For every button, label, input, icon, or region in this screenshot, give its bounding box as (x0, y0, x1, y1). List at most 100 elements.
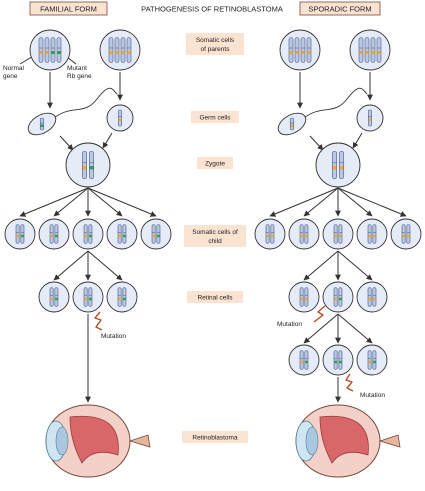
arrow-germ-to-zygote (102, 132, 113, 149)
chromosome (156, 224, 161, 244)
gene-band (50, 297, 53, 301)
chromosome (56, 37, 62, 63)
gene-band (123, 234, 126, 238)
lens (55, 426, 69, 456)
germ-cell-egg-familial (106, 104, 134, 132)
retinal-cell-familial (38, 281, 70, 313)
gene-band (39, 51, 43, 54)
arrow-zygote-to-somatic (87, 187, 123, 217)
chromosome-body (304, 224, 309, 244)
stage-box-somatic-parents (186, 33, 244, 55)
chromosome (151, 224, 156, 244)
cell-membrane (322, 281, 354, 313)
chromosome (122, 287, 127, 307)
gene-band (45, 51, 49, 54)
tumor-mass (319, 415, 369, 464)
familial-form-label-box (29, 1, 108, 16)
chromosome-body (120, 37, 126, 63)
gene-band (368, 118, 372, 122)
gene-band (89, 297, 92, 301)
chromosome (54, 287, 59, 307)
chromosome-body (367, 224, 372, 244)
chromosome-body (118, 109, 122, 127)
mutation-bolt-sporadic-2 (345, 373, 354, 392)
gene-band (123, 297, 126, 301)
gene-band (89, 166, 94, 170)
chromosome-body (49, 224, 54, 244)
chromosome-body (372, 350, 377, 370)
cell-membrane (288, 281, 320, 313)
gene-band (289, 51, 293, 54)
chromosome (331, 150, 337, 180)
arrow-germ-to-zygote (309, 135, 324, 151)
arrow-somatic-to-retinal (87, 250, 123, 281)
stage-somatic-parents-line1: Somatic cells (196, 37, 235, 44)
chromosome-body (44, 37, 50, 63)
chromosome (306, 37, 312, 63)
sperm-tail (303, 87, 368, 119)
gene-band (334, 360, 337, 364)
chromosome-body (265, 224, 270, 244)
gene-band (402, 234, 405, 238)
chromosome-body (367, 350, 372, 370)
chromosome-body (358, 37, 364, 63)
gene-band (121, 51, 125, 54)
gene-band (300, 360, 303, 364)
chromosome (358, 37, 364, 63)
zygote-sporadic (315, 142, 361, 188)
gene-band (339, 234, 342, 238)
cell-membrane (72, 281, 104, 313)
arrow-zygote-to-somatic (53, 187, 89, 217)
arrow-somatic-to-retinal (53, 250, 89, 281)
chromosome (338, 224, 343, 244)
retinal-cell-familial (106, 281, 138, 313)
chromosome (122, 224, 127, 244)
chromosome-body (156, 224, 161, 244)
cell-membrane (390, 218, 422, 250)
chromosome-body (364, 37, 370, 63)
chromosome (117, 287, 122, 307)
chromosome-body (367, 287, 372, 307)
familial-form-label: FAMILIAL FORM (40, 5, 97, 14)
chromosome (339, 150, 345, 180)
chromosome (83, 224, 88, 244)
gene-band (332, 166, 337, 170)
parent-cell-familial-right (99, 29, 141, 71)
chromosome (83, 287, 88, 307)
arrow-retinal-to-retinal (303, 313, 339, 344)
cell-membrane (279, 29, 321, 71)
chromosome-body (338, 224, 343, 244)
gene-band (368, 297, 371, 301)
retinal-cell-familial (72, 281, 104, 313)
zygote-familial (65, 142, 111, 188)
somatic-child-cell-familial (72, 218, 104, 250)
chromosome (265, 224, 270, 244)
gene-band (51, 51, 55, 54)
chromosome (288, 37, 294, 63)
gene-band (371, 51, 375, 54)
arrow-zygote-to-somatic (269, 187, 339, 217)
chromosome-body (294, 37, 300, 63)
retinal-cell-sporadic (322, 281, 354, 313)
gene-band (89, 234, 92, 238)
somatic-child-cell-sporadic (322, 218, 354, 250)
chromosome-body (370, 37, 376, 63)
chromosome-body (88, 287, 93, 307)
chromosome-body (151, 224, 156, 244)
chromosome-body (376, 37, 382, 63)
chromosome-body (333, 287, 338, 307)
cells (4, 29, 422, 376)
somatic-child-cell-familial (106, 218, 138, 250)
chromosome (372, 287, 377, 307)
gene-band (339, 166, 344, 170)
chromosome-body (49, 287, 54, 307)
gene-band (109, 51, 113, 54)
chromosome-body (406, 224, 411, 244)
arrow-zygote-to-somatic (87, 187, 157, 217)
mutation-bolt-sporadic-1 (313, 305, 326, 323)
cell-membrane (356, 281, 388, 313)
chromosome-body (83, 224, 88, 244)
gene-band (368, 234, 371, 238)
gene-band (84, 234, 87, 238)
arrow-germ-to-zygote (59, 135, 74, 151)
